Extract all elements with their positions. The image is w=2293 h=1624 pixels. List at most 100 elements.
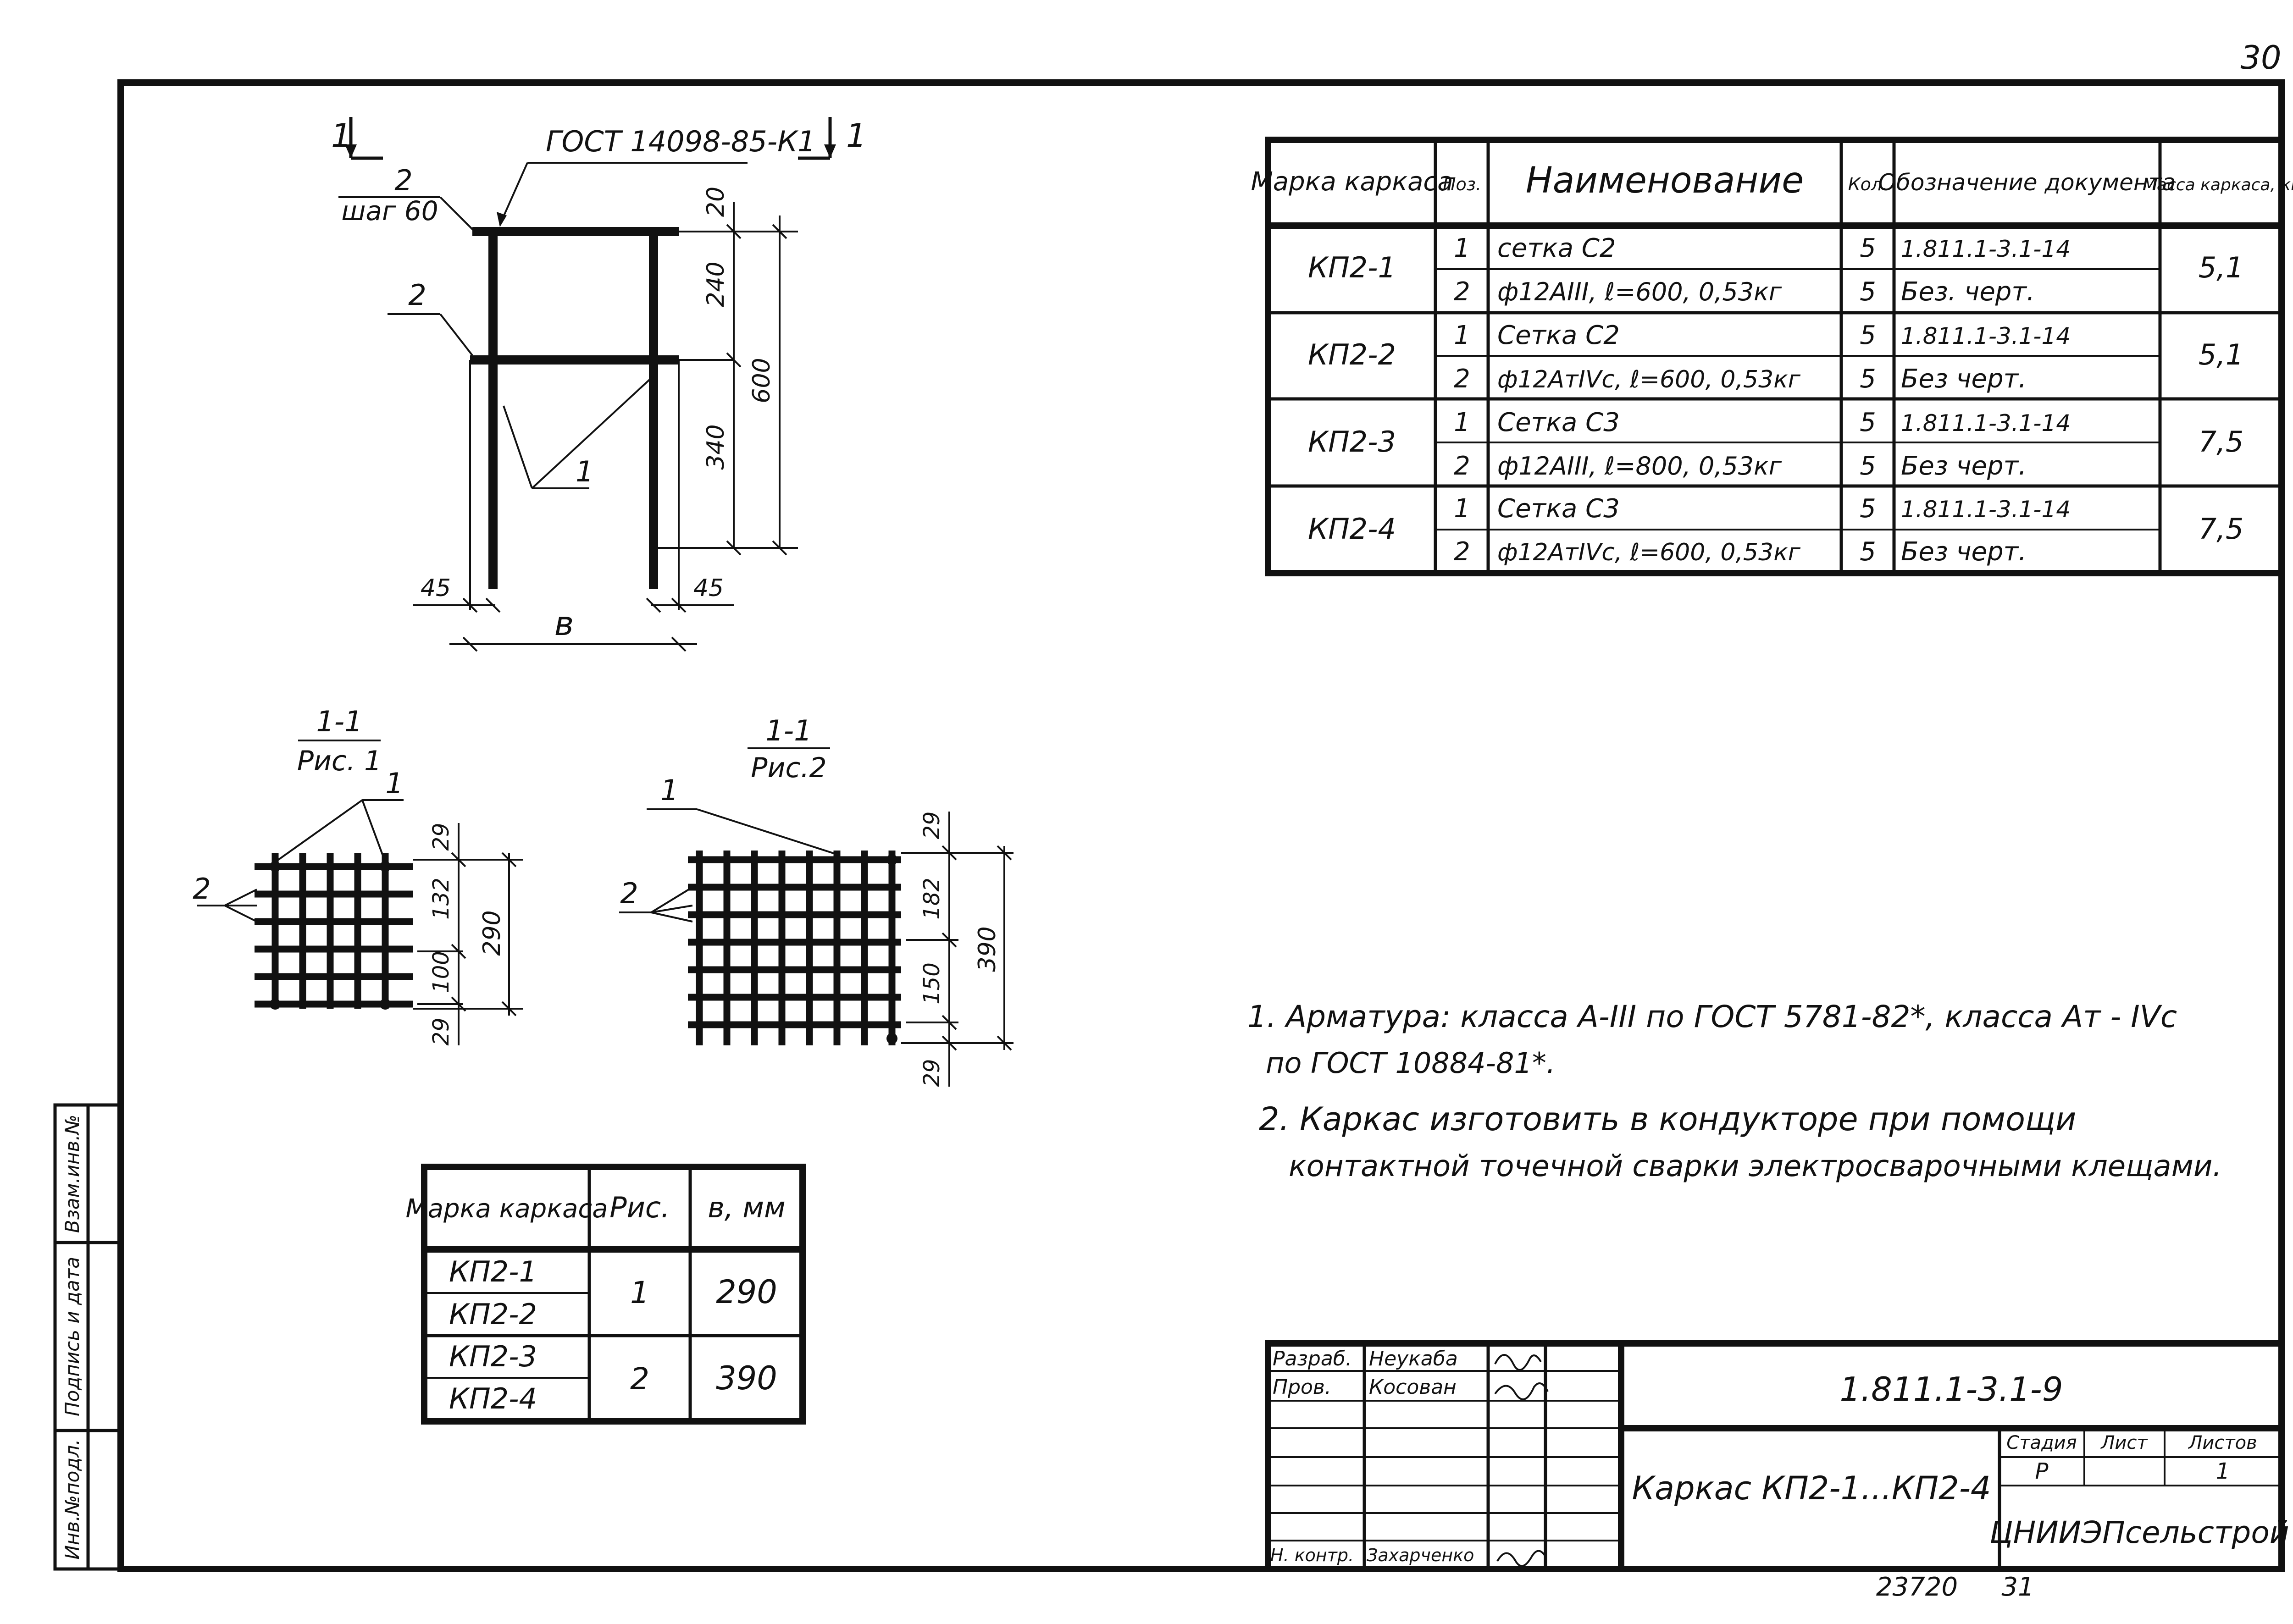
size-mark: КП2-1 — [449, 1255, 537, 1288]
section-fig1-pos1: 1 — [385, 767, 403, 800]
section-fig2-pos1: 1 — [660, 773, 678, 807]
spec-qty: 5 — [1860, 320, 1876, 350]
section-fig1-dim-29-bottom: 29 — [428, 1017, 454, 1045]
spec-name: ф12АтIVс, ℓ=600, 0,53кг — [1497, 539, 1801, 566]
spec-qty: 5 — [1860, 537, 1876, 567]
gost-note: ГОСТ 14098-85-К1 — [546, 125, 816, 158]
spec-name: Сетка С2 — [1497, 320, 1620, 350]
title-name-norm-control: Захарченко — [1367, 1545, 1474, 1565]
size-fig: 1 — [630, 1275, 649, 1310]
bottom-stamp-sheet: 31 — [2001, 1572, 2034, 1602]
spec-mark-kp2-4: КП2-4 — [1308, 512, 1396, 546]
spec-doc: Без черт. — [1901, 537, 2027, 567]
notes: 1. Арматура: класса А-III по ГОСТ 5781-8… — [1247, 999, 2222, 1183]
dim-45-right: 45 — [693, 574, 724, 602]
size-width: 290 — [716, 1273, 777, 1311]
side-stamp-signature-date: Подпись и дата — [61, 1257, 83, 1416]
dim-45-left: 45 — [421, 574, 451, 602]
spec-name: ф12АIII, ℓ=800, 0,53кг — [1497, 452, 1782, 481]
mesh-fig2 — [688, 851, 901, 1045]
size-mark: КП2-2 — [449, 1298, 537, 1331]
spec-qty: 5 — [1860, 408, 1876, 437]
section-fig1-dim-100: 100 — [428, 951, 454, 993]
size-fig: 2 — [630, 1361, 649, 1397]
section-fig1-title: 1-1 — [316, 705, 362, 738]
spec-qty: 5 — [1860, 451, 1876, 481]
spec-name: Сетка С3 — [1497, 408, 1620, 437]
spec-mass-kp2-2: 5,1 — [2199, 338, 2244, 371]
section-fig2-dim-182: 182 — [919, 878, 945, 920]
spec-doc: Без черт. — [1901, 451, 2027, 481]
spec-mark-kp2-3: КП2-3 — [1308, 425, 1396, 458]
spec-doc: Без черт. — [1901, 364, 2027, 394]
dim-240: 240 — [702, 261, 730, 307]
spec-pos: 2 — [1454, 537, 1470, 567]
section-fig1-pos2: 2 — [193, 872, 210, 906]
spec-doc: 1.811.1-3.1-14 — [1901, 496, 2071, 523]
section-fig1: 1-1 Рис. 1 1 2 — [193, 705, 523, 1046]
spec-table: Марка каркаса Поз. Наименование Кол. Обо… — [1251, 137, 2293, 576]
size-mark: КП2-3 — [449, 1340, 537, 1373]
elevation-view: 1 1 ГОСТ 14098-85-К1 2 шаг 60 2 — [331, 117, 867, 652]
section-fig2-dim-29-top: 29 — [919, 811, 945, 839]
spec-doc: Без. черт. — [1901, 277, 2035, 307]
spec-header-qty: Кол. — [1848, 174, 1888, 194]
size-width: 390 — [716, 1359, 777, 1397]
spec-pos: 2 — [1454, 451, 1470, 481]
dim-b: в — [554, 604, 574, 643]
spec-qty: 5 — [1860, 494, 1876, 524]
spec-mark-kp2-1: КП2-1 — [1308, 251, 1396, 284]
spec-pos: 1 — [1454, 233, 1470, 263]
title-sheet-label: Лист — [2100, 1432, 2148, 1453]
spec-header-pos: Поз. — [1443, 174, 1481, 194]
spec-name: Сетка С3 — [1497, 494, 1620, 524]
title-role-norm-control: Н. контр. — [1270, 1545, 1354, 1565]
note-1-line-2: по ГОСТ 10884-81*. — [1266, 1046, 1556, 1080]
section-fig1-dim-132: 132 — [428, 878, 454, 920]
spec-mass-kp2-1: 5,1 — [2199, 251, 2244, 284]
svg-text:1: 1 — [846, 117, 867, 155]
spec-doc: 1.811.1-3.1-14 — [1901, 236, 2071, 262]
title-doc-number: 1.811.1-3.1-9 — [1839, 1370, 2063, 1409]
section-mark-left: 1 — [331, 117, 383, 160]
spec-header-doc: Обозначение документа — [1878, 169, 2176, 196]
title-sheets-label: Листов — [2188, 1432, 2257, 1453]
pos2-step-label: шаг 60 — [341, 195, 438, 226]
title-role-developer: Разраб. — [1273, 1347, 1352, 1370]
spec-header-mark: Марка каркаса — [1251, 167, 1453, 197]
note-2-line-1: 2. Каркас изготовить в кондукторе при по… — [1259, 1100, 2076, 1138]
title-stage-label: Стадия — [2006, 1432, 2077, 1453]
spec-name: ф12АтIVс, ℓ=600, 0,53кг — [1497, 366, 1801, 393]
spec-header-name: Наименование — [1526, 160, 1804, 201]
spec-pos: 2 — [1454, 277, 1470, 307]
section-fig1-subtitle: Рис. 1 — [297, 745, 382, 777]
spec-name: ф12АIII, ℓ=600, 0,53кг — [1497, 277, 1782, 306]
mesh-fig1 — [255, 853, 413, 1010]
title-drawing-name: Каркас КП2-1...КП2-4 — [1632, 1469, 1991, 1507]
bottom-stamp-number: 23720 — [1876, 1572, 1958, 1602]
title-organization: ЦНИИЭПсельстрой — [1989, 1515, 2289, 1550]
spec-pos: 1 — [1454, 320, 1470, 350]
title-name-checker: Косован — [1369, 1375, 1457, 1399]
sheet-corner-number: 30 — [2240, 39, 2281, 77]
section-fig2: 1-1 Рис.2 1 2 — [619, 714, 1014, 1087]
section-fig2-pos2: 2 — [620, 877, 638, 910]
section-fig1-dim-29-top: 29 — [428, 823, 454, 851]
spec-doc: 1.811.1-3.1-14 — [1901, 323, 2071, 349]
size-table: Марка каркаса Рис. в, мм КП2-1 КП2-2 КП2… — [405, 1164, 806, 1425]
size-header-width: в, мм — [708, 1191, 786, 1224]
note-2-line-2: контактной точечной сварки электросвароч… — [1289, 1149, 2222, 1183]
title-name-developer: Неукаба — [1369, 1347, 1458, 1370]
section-mark-right: 1 — [798, 117, 867, 160]
pos2-top-label: 2 — [394, 164, 412, 197]
section-fig2-dim-150: 150 — [919, 962, 945, 1005]
side-stamp-replacement: Взам.инв.№ — [61, 1115, 83, 1233]
title-stage-value: Р — [2035, 1458, 2049, 1484]
size-header-fig: Рис. — [609, 1191, 670, 1224]
size-mark: КП2-4 — [449, 1382, 537, 1415]
dim-20: 20 — [702, 187, 730, 217]
side-stamp-inv-number: Инв.№подл. — [61, 1439, 83, 1559]
dim-600: 600 — [748, 358, 775, 403]
sheet-frame — [117, 79, 2285, 1572]
